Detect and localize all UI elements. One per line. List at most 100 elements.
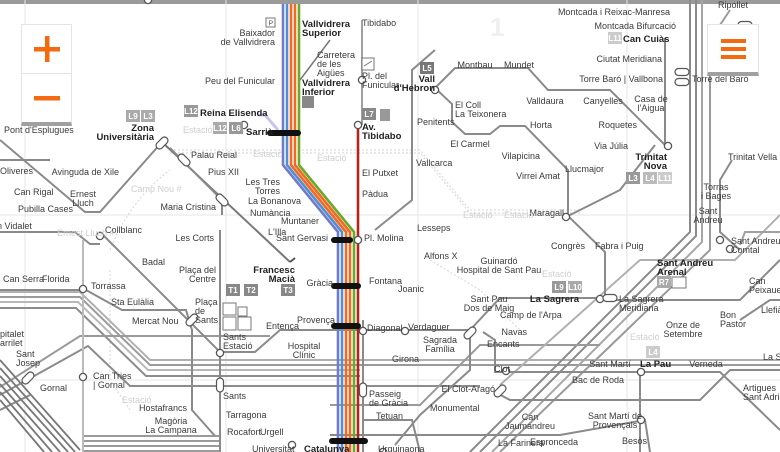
ghost-station-label: Estació [122, 395, 152, 405]
transfer-station-marker[interactable] [215, 193, 230, 208]
high-speed-train-icon [237, 316, 252, 331]
plus-icon [33, 36, 60, 62]
transfer-station-marker[interactable] [674, 67, 690, 77]
zoom-out-button[interactable] [22, 73, 71, 122]
top-bar [0, 0, 780, 4]
station-label: Urgell [260, 427, 284, 437]
station-marker[interactable] [430, 85, 440, 95]
station-label: El Putxet [362, 168, 399, 178]
station-marker[interactable] [715, 235, 725, 245]
station-marker[interactable] [663, 141, 673, 151]
station-label-line: Sant Andreu [731, 236, 780, 246]
station-marker[interactable] [95, 231, 105, 241]
station-marker[interactable] [215, 348, 225, 358]
station-label-line: Vallvidrera [302, 19, 351, 30]
station-label: Clot [494, 364, 511, 374]
station-markers[interactable] [21, 0, 753, 452]
station-label: Torre Baró | Vallbona [579, 74, 663, 84]
zoom-in-button[interactable] [22, 25, 71, 73]
station-label-line: Verdaguer [408, 322, 450, 332]
station-label-line: Entença [266, 321, 299, 331]
station-marker[interactable] [636, 415, 646, 425]
station-label-line: El Coll [455, 100, 481, 110]
badge-bg [281, 284, 295, 296]
station-label-line: Peu del Funicular [205, 76, 275, 86]
station-label-line: Can Rigal [14, 187, 54, 197]
transfer-station-marker[interactable] [177, 153, 192, 168]
transfer-station-marker[interactable] [185, 313, 200, 328]
station-marker[interactable] [78, 372, 88, 382]
station-label: Urquinaona [378, 444, 425, 452]
station-label: L'Illa [268, 227, 286, 237]
badge-label: T3 [283, 286, 293, 295]
station-label-line: Lesseps [417, 223, 451, 233]
station-label: La Pau [640, 359, 671, 370]
station-marker[interactable] [725, 244, 735, 254]
station-marker[interactable] [78, 284, 88, 294]
station-label-line: de Vallvidrera [221, 37, 275, 47]
station-label-line: Valldaura [526, 96, 563, 106]
station-marker[interactable] [501, 366, 511, 376]
station-marker[interactable] [358, 326, 368, 336]
line-badge-t1: T1 [226, 284, 240, 296]
station-marker[interactable] [353, 235, 363, 245]
station-label-line: Clínic [293, 350, 316, 360]
station-label: Via Júlia [594, 141, 628, 151]
station-marker[interactable] [636, 367, 646, 377]
badge-label: L12 [184, 107, 198, 116]
station-label-line: Les Corts [175, 233, 214, 243]
menu-button[interactable] [707, 24, 759, 76]
station-marker[interactable] [357, 75, 367, 85]
badge-label: L7 [364, 110, 374, 119]
station-label-line: Dos de Maig [464, 303, 515, 313]
transfer-station-marker[interactable] [674, 77, 690, 87]
station-label-line: Sta Eulàlia [111, 297, 154, 307]
station-label-line: Pl. Molina [364, 233, 404, 243]
badge-bg [568, 281, 582, 293]
station-label-line: Comtal [731, 245, 760, 255]
station-marker[interactable] [353, 120, 363, 130]
station-label-line: de [195, 306, 205, 316]
station-label-line: Numància [250, 208, 291, 218]
station-label: Vallcarca [416, 158, 452, 168]
menu-icon-bar [720, 46, 746, 51]
station-marker[interactable] [561, 212, 571, 222]
transfer-station-marker[interactable] [358, 382, 368, 398]
station-label-line: El Carmel [450, 139, 490, 149]
badge-bg [229, 122, 243, 134]
station-label: Torrassa [91, 281, 126, 291]
station-marker[interactable] [400, 326, 410, 336]
transfer-station-marker[interactable] [493, 384, 508, 399]
transfer-station-marker[interactable] [155, 136, 170, 151]
transfer-station-marker[interactable] [215, 377, 225, 393]
station-label: Tarragona [226, 410, 267, 420]
station-label-line: n Vidalet [0, 221, 32, 231]
transfer-station-marker[interactable] [21, 371, 36, 386]
station-marker[interactable] [143, 0, 153, 5]
station-label-line: Tetuan [376, 411, 403, 421]
station-label: El Clot-Aragó [441, 384, 495, 394]
line-badge-l6: L6 [229, 122, 243, 134]
badge-bg [244, 284, 258, 296]
station-label-line: Sarrià [246, 127, 274, 138]
station-label: Catalunya [304, 444, 350, 452]
transfer-station-marker[interactable] [463, 326, 478, 341]
station-label-line: Passeig [369, 389, 401, 399]
station-label: Sants [223, 391, 247, 401]
station-marker[interactable] [287, 440, 297, 450]
station-label-line: Peixauet [749, 285, 780, 295]
transfer-station-marker[interactable] [602, 293, 618, 303]
station-label-line: Vallcarca [416, 158, 452, 168]
station-label: La S [763, 352, 780, 362]
station-label: Besòs [622, 436, 648, 446]
station-label-line: Can Serra [3, 274, 44, 284]
station-label-line: Clot [494, 364, 511, 374]
station-label-line: Vall [419, 74, 435, 85]
station-label: Palau Reial [191, 150, 237, 160]
